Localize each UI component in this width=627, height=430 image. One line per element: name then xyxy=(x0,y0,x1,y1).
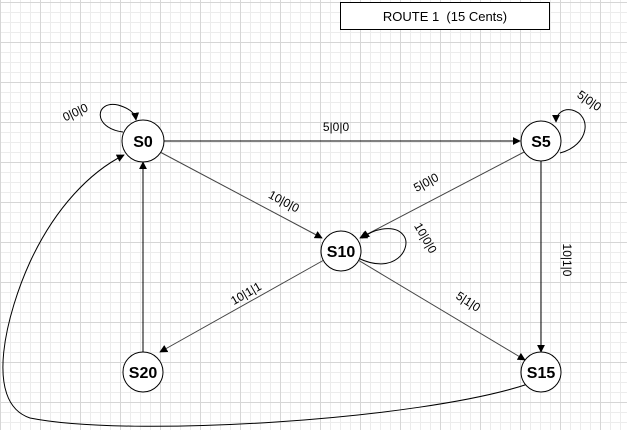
edge-s0-self xyxy=(99,103,140,133)
edge-s10-to-s20 xyxy=(159,259,325,353)
state-s5: S5 xyxy=(520,120,562,162)
edge-s5-self xyxy=(552,109,586,154)
label-s0-to-s5: 5|0|0 xyxy=(323,120,350,134)
label-s10-to-s15: 5|1|0 xyxy=(453,289,483,315)
diagram-title: ROUTE 1 (15 Cents) xyxy=(382,8,508,24)
state-s15: S15 xyxy=(520,351,562,393)
edge-s5-to-s10 xyxy=(359,150,527,239)
label-s10-self: 10|0|0 xyxy=(411,220,440,256)
state-s0-label: S0 xyxy=(133,134,153,151)
state-s20: S20 xyxy=(122,351,164,393)
label-s5-to-s10: 5|0|0 xyxy=(411,170,441,195)
state-s10-label: S10 xyxy=(327,244,356,261)
edge-s10-to-s15 xyxy=(357,259,526,361)
label-s0-self: 0|0|0 xyxy=(60,100,90,124)
label-s5-self: 5|0|0 xyxy=(575,87,605,114)
state-s5-label: S5 xyxy=(531,134,551,151)
edge-s0-to-s10 xyxy=(159,151,323,239)
label-s5-to-s15: 10|1|0 xyxy=(560,244,574,277)
state-s20-label: S20 xyxy=(129,365,158,382)
state-s10: S10 xyxy=(320,230,362,272)
state-s0: S0 xyxy=(121,119,165,163)
diagram-title-box: ROUTE 1 (15 Cents) xyxy=(340,2,550,30)
edge-s15-to-s0 xyxy=(2,154,529,427)
state-s15-label: S15 xyxy=(527,365,556,382)
edge-s10-self xyxy=(357,228,407,265)
